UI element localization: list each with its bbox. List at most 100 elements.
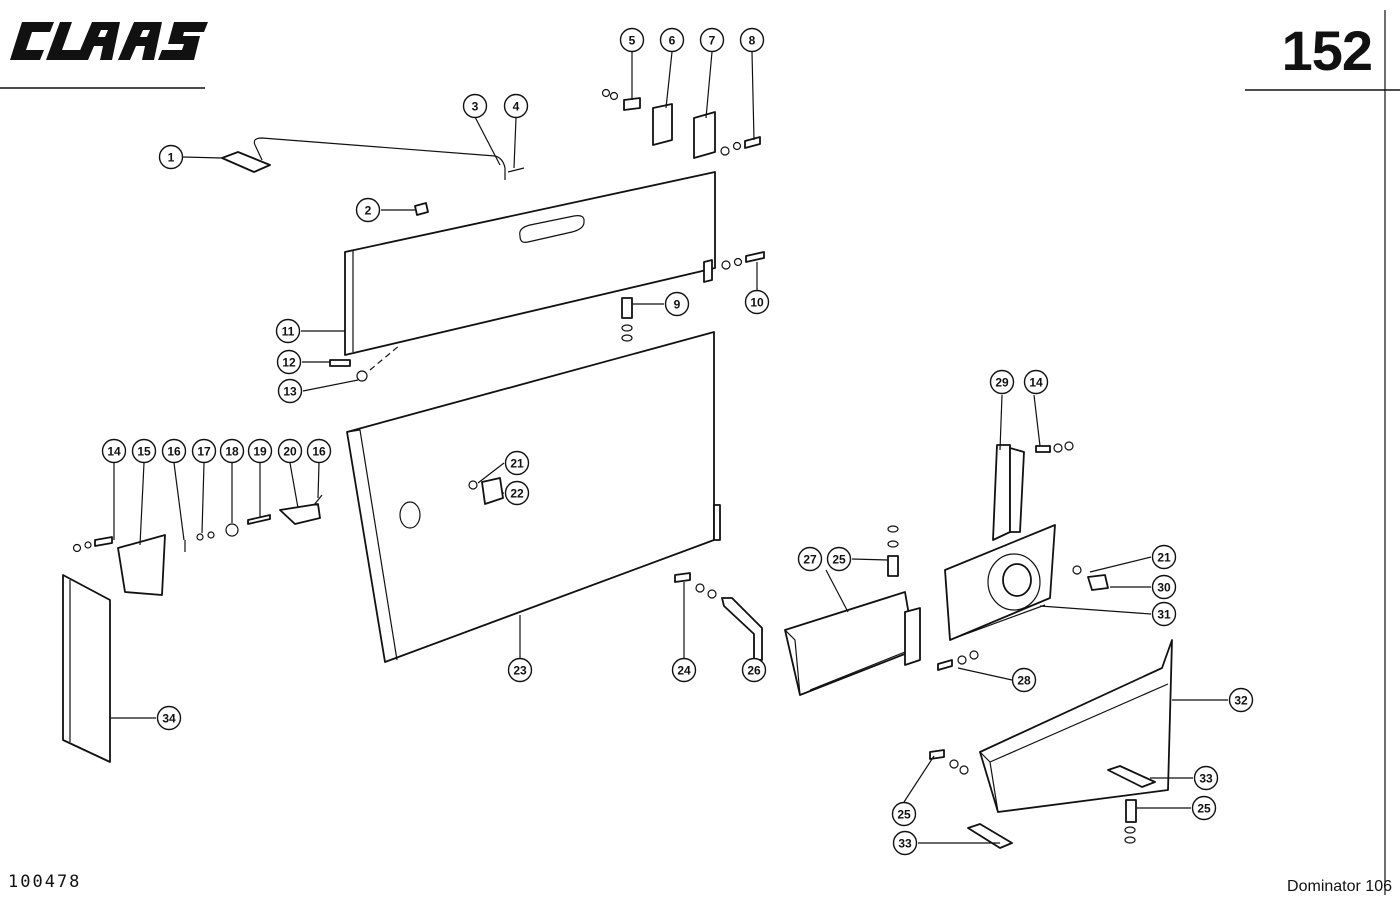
callout-2: 2 [355, 197, 381, 223]
callout-11: 11 [275, 318, 301, 344]
callout-12: 12 [276, 349, 302, 375]
callout-25: 25 [826, 546, 852, 572]
callout-label: 29 [995, 376, 1009, 390]
callout-27: 27 [797, 546, 823, 572]
part-bracket-26 [674, 572, 763, 661]
part-pin [507, 167, 525, 173]
callout-30: 30 [1151, 574, 1177, 600]
part-channel-27 [784, 591, 921, 696]
callout-23: 23 [507, 657, 533, 683]
callout-label: 14 [1029, 376, 1043, 390]
callout-label: 4 [513, 100, 520, 114]
callout-label: 27 [803, 553, 817, 567]
part-rod [253, 137, 506, 180]
part-vertical-plate [62, 574, 111, 763]
callout-3: 3 [462, 93, 488, 119]
callout-18: 18 [219, 438, 245, 464]
callout-10: 10 [744, 289, 770, 315]
callout-label: 22 [510, 487, 524, 501]
callout-label: 14 [107, 445, 121, 459]
callout-label: 10 [750, 296, 764, 310]
callout-26: 26 [741, 657, 767, 683]
callout-22: 22 [504, 480, 530, 506]
part-fan-cover-31 [944, 524, 1056, 641]
callout-8: 8 [739, 27, 765, 53]
callout-label: 34 [162, 712, 176, 726]
callout-32: 32 [1228, 687, 1254, 713]
callout-label: 26 [747, 664, 761, 678]
callout-label: 18 [225, 445, 239, 459]
page-number: 152 [1281, 19, 1373, 82]
callout-19: 19 [247, 438, 273, 464]
callout-label: 6 [669, 34, 676, 48]
callout-15: 15 [131, 438, 157, 464]
callout-24: 24 [671, 657, 697, 683]
callout-14: 14 [101, 438, 127, 464]
callout-label: 25 [1197, 802, 1211, 816]
callout-label: 25 [897, 808, 911, 822]
callout-13: 13 [277, 378, 303, 404]
part-latch-assembly [72, 494, 323, 596]
part-strip-33b [967, 823, 1013, 849]
callout-label: 1 [168, 151, 175, 165]
callout-5: 5 [619, 27, 645, 53]
part-nut-30 [1072, 565, 1109, 591]
drawing-number: 100478 [8, 872, 82, 892]
callout-31: 31 [1151, 601, 1177, 627]
callout-16: 16 [306, 438, 332, 464]
part-washer-13 [356, 370, 368, 382]
callout-label: 8 [749, 34, 756, 48]
callout-20: 20 [277, 438, 303, 464]
callout-label: 3 [472, 100, 479, 114]
callout-label: 21 [1157, 551, 1171, 565]
part-hinge-assembly [601, 88, 761, 159]
callout-21: 21 [504, 450, 530, 476]
callout-label: 12 [282, 356, 296, 370]
callout-25: 25 [891, 801, 917, 827]
callout-label: 32 [1234, 694, 1248, 708]
callout-label: 31 [1157, 608, 1171, 622]
leader-lines [110, 51, 1228, 844]
callout-label: 16 [167, 445, 181, 459]
callout-label: 20 [283, 445, 297, 459]
callout-34: 34 [156, 705, 182, 731]
part-bolt-28 [937, 650, 979, 671]
callout-4: 4 [503, 93, 529, 119]
callout-7: 7 [699, 27, 725, 53]
part-upper-panel [344, 171, 716, 356]
part-clip [414, 202, 429, 216]
callout-label: 28 [1017, 674, 1031, 688]
callout-28: 28 [1011, 667, 1037, 693]
callout-label: 21 [510, 457, 524, 471]
part-plate-small [221, 151, 271, 173]
callout-label: 33 [898, 837, 912, 851]
callout-label: 30 [1157, 581, 1171, 595]
callout-label: 15 [137, 445, 151, 459]
part-knob [468, 477, 504, 505]
callout-label: 11 [282, 325, 295, 339]
callout-label: 24 [677, 664, 691, 678]
callout-label: 13 [283, 385, 297, 399]
model-label: Dominator 106 [1287, 878, 1392, 895]
callout-1: 1 [158, 144, 184, 170]
claas-logo [10, 22, 208, 60]
callout-label: 2 [365, 204, 372, 218]
callout-label: 25 [832, 553, 846, 567]
callout-label: 23 [513, 664, 527, 678]
part-bolt-12 [329, 359, 351, 367]
part-bolt-14-right [1035, 441, 1074, 453]
part-large-panel [346, 331, 721, 663]
callout-label: 16 [312, 445, 326, 459]
part-bolt-25-top [887, 525, 899, 577]
callout-33: 33 [1193, 765, 1219, 791]
part-strip-33a [1107, 765, 1156, 788]
part-screw-10 [721, 251, 765, 270]
callout-17: 17 [191, 438, 217, 464]
callout-14: 14 [1023, 369, 1049, 395]
callout-29: 29 [989, 369, 1015, 395]
callout-label: 19 [253, 445, 267, 459]
callout-21: 21 [1151, 544, 1177, 570]
part-angle-bracket-29 [992, 444, 1025, 541]
callout-label: 7 [709, 34, 716, 48]
